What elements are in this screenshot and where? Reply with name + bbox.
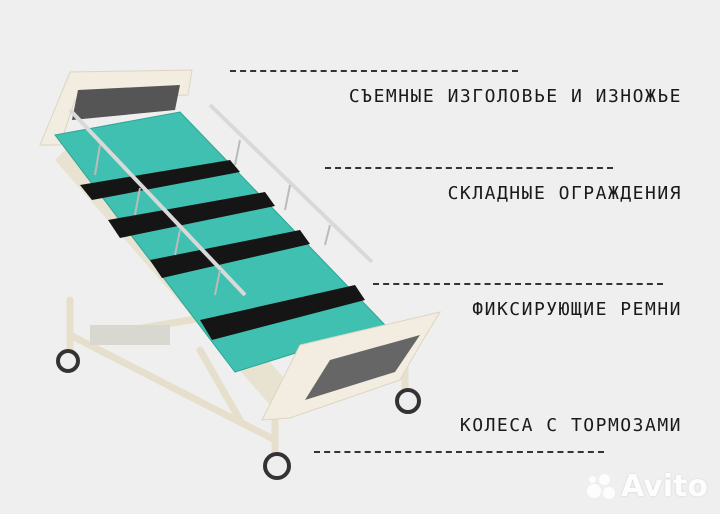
side-rail — [68, 103, 374, 297]
avito-watermark: Avito — [587, 469, 708, 504]
fixation-straps — [80, 160, 365, 340]
feature-label-wheels: КОЛЕСА С ТОРМОЗАМИ — [459, 415, 682, 436]
bed-motor — [90, 325, 170, 345]
avito-wordmark: Avito — [621, 469, 708, 504]
feature-label-rails: СКЛАДНЫЕ ОГРАЖДЕНИЯ — [447, 183, 682, 204]
leader-line — [314, 451, 604, 453]
leader-line — [325, 167, 613, 169]
leader-line — [373, 283, 663, 285]
leader-line — [230, 70, 518, 72]
feature-label-straps: ФИКСИРУЮЩИЕ РЕМНИ — [472, 299, 682, 320]
avito-logo-icon — [587, 473, 617, 500]
wheel-icon — [56, 349, 421, 480]
feature-label-headboard: СЪЕМНЫЕ ИЗГОЛОВЬЕ И ИЗНОЖЬЕ — [348, 86, 682, 107]
